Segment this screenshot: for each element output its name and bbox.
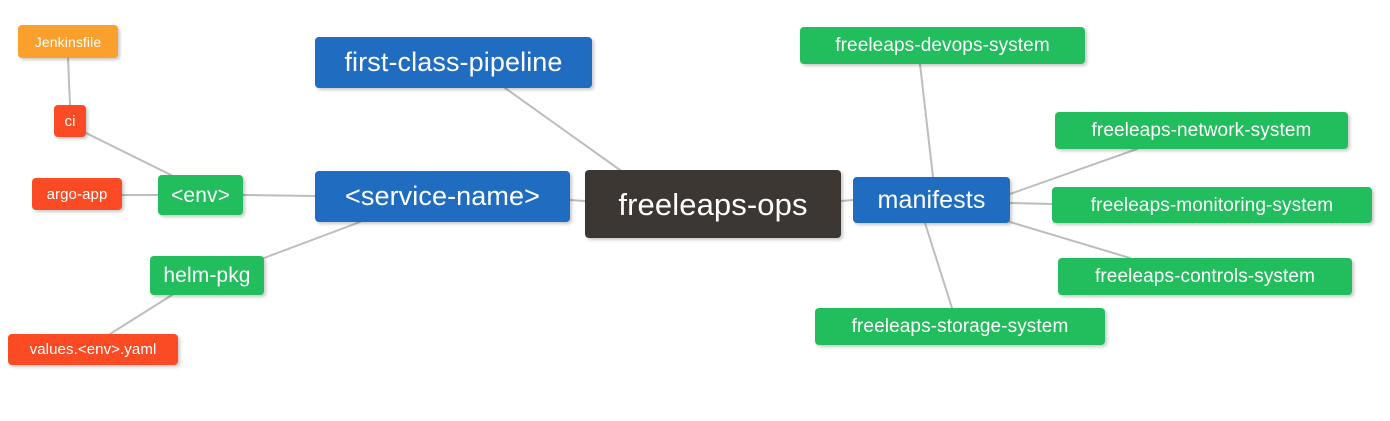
edge-env-to-service-name (242, 194, 316, 197)
node-manifests[interactable]: manifests (853, 177, 1010, 223)
node-ci[interactable]: ci (54, 105, 86, 137)
edge-jenkinsfile-to-ci (67, 57, 71, 106)
node-env[interactable]: <env> (158, 175, 243, 215)
node-argo-app[interactable]: argo-app (32, 178, 122, 210)
edge-manifests-to-storage (924, 222, 953, 309)
edge-manifests-to-monitoring (1009, 202, 1053, 205)
edge-ci-to-env (85, 132, 172, 176)
node-storage[interactable]: freeleaps-storage-system (815, 308, 1105, 345)
node-devops[interactable]: freeleaps-devops-system (800, 27, 1085, 64)
edge-manifests-to-devops (919, 63, 934, 178)
edge-service-name-to-helm-pkg (263, 221, 361, 259)
node-monitoring[interactable]: freeleaps-monitoring-system (1052, 187, 1372, 223)
node-pipeline[interactable]: first-class-pipeline (315, 37, 592, 88)
edge-helm-pkg-to-values-yaml (109, 294, 173, 335)
edge-service-name-to-freeleaps-ops (569, 199, 586, 202)
node-network[interactable]: freeleaps-network-system (1055, 112, 1348, 149)
node-freeleaps-ops[interactable]: freeleaps-ops (585, 170, 841, 238)
edge-pipeline-to-freeleaps-ops (504, 87, 621, 171)
node-controls[interactable]: freeleaps-controls-system (1058, 258, 1352, 295)
edge-manifests-to-network (1009, 148, 1138, 195)
edge-manifests-to-controls (1009, 221, 1131, 259)
node-values-yaml[interactable]: values.<env>.yaml (8, 334, 178, 365)
node-service-name[interactable]: <service-name> (315, 171, 570, 222)
edge-freeleaps-ops-to-manifests (840, 199, 854, 202)
node-jenkinsfile[interactable]: Jenkinsfile (18, 25, 118, 58)
node-helm-pkg[interactable]: helm-pkg (150, 256, 264, 295)
